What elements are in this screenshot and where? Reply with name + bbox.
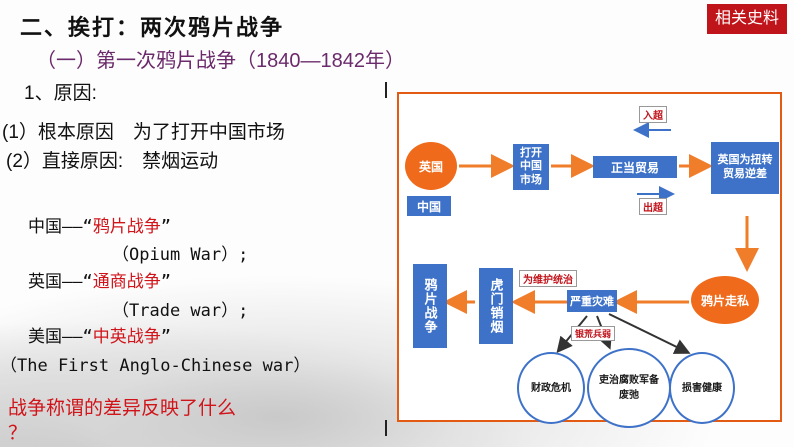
node-legit-trade: 正当贸易 — [593, 156, 677, 178]
node-open-market: 打开中国市场 — [513, 144, 549, 190]
node-humen: 虎门销烟 — [479, 268, 513, 344]
war-name-china: 鸦片战争 — [92, 217, 161, 237]
translation-britain: （Trade war）; — [112, 301, 249, 321]
translation-usa: （The First Anglo-Chinese war） — [0, 356, 311, 376]
related-materials-button[interactable]: 相关史料 — [707, 4, 787, 34]
label-import-surplus: 入超 — [639, 106, 667, 123]
question-line-1: 战争称谓的差异反映了什么 — [8, 398, 237, 419]
node-serious-disaster: 严重灾难 — [567, 290, 617, 312]
name-prefix: 英国——“ — [28, 272, 93, 292]
name-row-britain: 英国——“通商战争” — [28, 267, 171, 292]
name-suffix: ” — [160, 272, 171, 292]
name-suffix: ” — [160, 217, 171, 237]
name-prefix: 美国——“ — [28, 327, 93, 347]
root-cause: (1）根本原因 为了打开中国市场 — [2, 122, 285, 143]
bubble-health-harm: 损害健康 — [669, 352, 735, 424]
war-name-usa: 中英战争 — [92, 327, 161, 347]
bubble-finance-crisis: 财政危机 — [517, 352, 585, 424]
label-silver-shortage: 银荒兵弱 — [571, 326, 616, 341]
causes-heading: 1、原因: — [24, 83, 97, 104]
direct-cause: (2）直接原因: 禁烟运动 — [6, 151, 219, 172]
node-china: 中国 — [407, 196, 451, 216]
page-title: 二、挨打：两次鸦片战争 — [20, 15, 285, 41]
label-maintain-rule: 为维护统治 — [519, 270, 577, 287]
node-opium-war: 鸦片战争 — [413, 264, 447, 348]
name-row-china: 中国——“鸦片战争” — [28, 212, 171, 237]
section-subtitle: （一）第一次鸦片战争（1840—1842年） — [36, 50, 405, 72]
bubble-corruption: 吏治腐败军备废弛 — [587, 348, 671, 428]
question-line-2: ？ — [8, 423, 28, 444]
cause-diagram: 英国 中国 打开中国市场 正当贸易 英国为扭转贸易逆差 入超 出超 鸦片走私 严… — [397, 92, 782, 428]
war-name-britain: 通商战争 — [92, 272, 161, 292]
name-suffix: ” — [160, 327, 171, 347]
node-opium-smuggling: 鸦片走私 — [691, 276, 759, 324]
divider-top — [385, 82, 387, 98]
node-reverse-deficit: 英国为扭转贸易逆差 — [711, 142, 779, 194]
name-row-usa: 美国——“中英战争” — [28, 322, 171, 347]
divider-bottom — [385, 420, 387, 436]
node-britain: 英国 — [405, 142, 457, 190]
translation-china: （Opium War）; — [112, 245, 249, 265]
name-prefix: 中国——“ — [28, 217, 93, 237]
label-export-surplus: 出超 — [639, 198, 667, 215]
arrow-to-health — [608, 313, 691, 354]
